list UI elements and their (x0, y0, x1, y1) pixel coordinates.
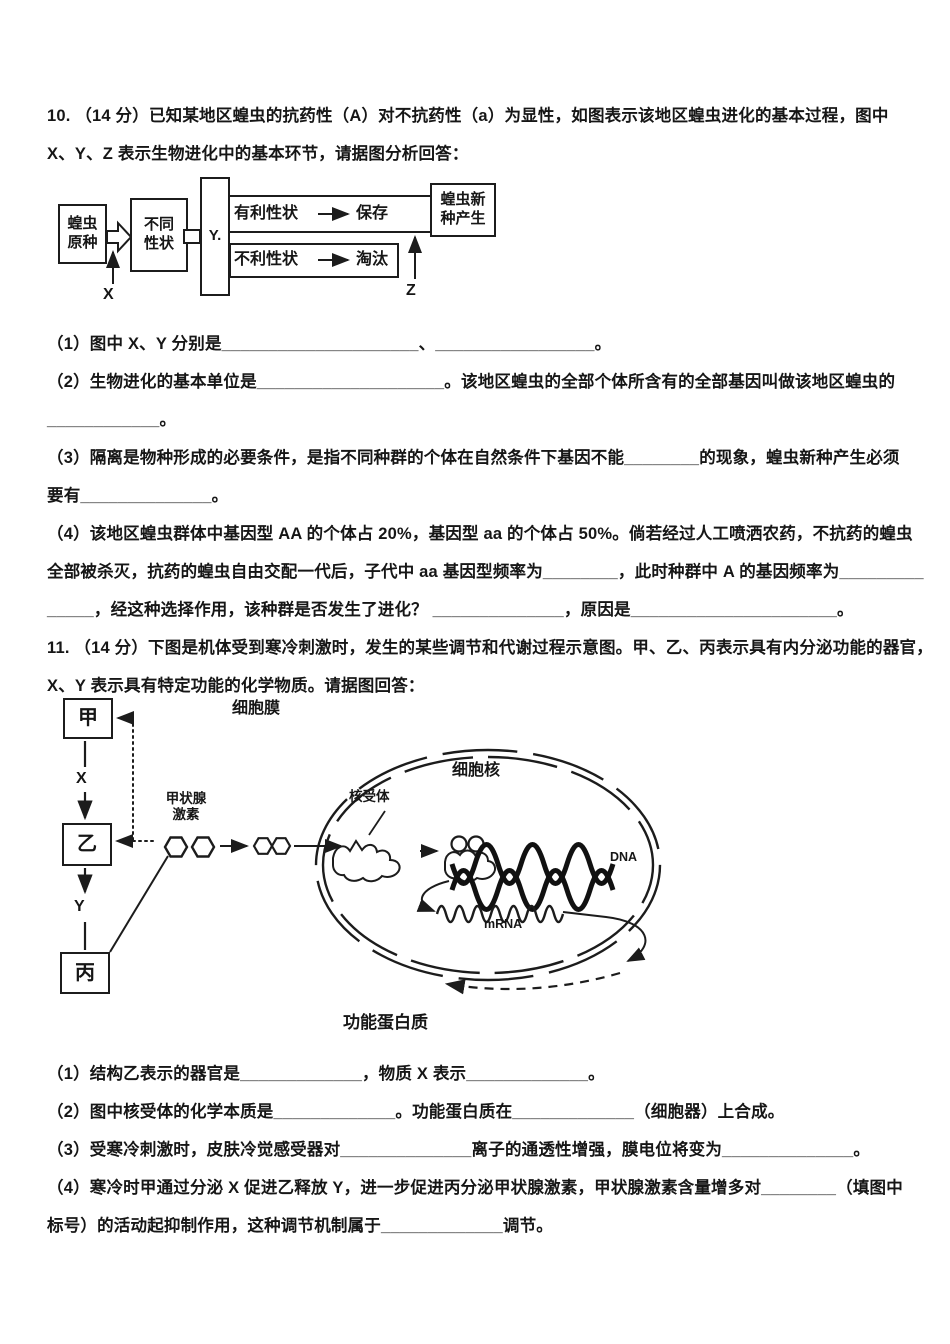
nucleus-label: 细胞核 (452, 762, 501, 779)
substance-x-label: X (76, 770, 87, 787)
new-species-box: 蝗虫新 种产生 (430, 183, 496, 237)
text-line: （3）受寒冷刺激时，皮肤冷觉感受器对______________离子的通透性增强… (47, 1141, 871, 1159)
text-line: X、Y、Z 表示生物进化中的基本环节，请据图分析回答： (47, 145, 469, 163)
hormone-molecule-icon (270, 837, 292, 855)
connector-notch (183, 229, 201, 244)
hormone-molecule-icon (252, 837, 274, 855)
text-line: 11. （14 分）下图是机体受到寒冷刺激时，发生的某些调节和代谢过程示意图。甲… (47, 639, 933, 657)
unfavorable-traits-label: 不利性状 (234, 251, 299, 268)
text-line: ____________。 (47, 411, 177, 429)
y-process-box: Y. (200, 177, 230, 296)
different-traits-box: 不同 性状 (130, 198, 188, 272)
favorable-traits-label: 有利性状 (234, 205, 299, 222)
translation-dashed-arrow (444, 971, 621, 995)
thyroid-hormone-label: 甲状腺 激素 (165, 791, 207, 823)
dna-helix-strand (449, 842, 616, 886)
x-label: X (103, 286, 114, 303)
text-line: （1）结构乙表示的器官是_____________，物质 X 表示_______… (47, 1065, 605, 1083)
nuclear-receptor-pointer-line (368, 810, 386, 836)
nuclear-receptor-shape (332, 839, 401, 883)
functional-protein-label: 功能蛋白质 (343, 1013, 428, 1032)
eliminated-label: 淘汰 (356, 251, 389, 268)
cell-membrane-outer (314, 748, 662, 982)
mrna-label: mRNA (484, 917, 523, 931)
q10-evolution-flow-diagram: 蝗虫 原种 不同 性状 Y. 蝗虫新 种产生 有利性状 保存 不利性状 淘汰 X… (0, 173, 950, 325)
hormone-molecule-icon (190, 836, 216, 858)
nuclear-receptor-label: 核受体 (349, 789, 390, 804)
question-10: 10. （14 分）已知某地区蝗虫的抗药性（A）对不抗药性（a）为显性，如图表示… (0, 97, 950, 629)
unfavorable-band-box (229, 243, 399, 278)
origin-to-traits-block-arrow (106, 220, 133, 254)
bing-to-hormone-line (109, 855, 169, 953)
text-line: （4）该地区蝗虫群体中基因型 AA 的个体占 20%，基因型 aa 的个体占 5… (47, 525, 913, 543)
text-line: 10. （14 分）已知某地区蝗虫的抗药性（A）对不抗药性（a）为显性，如图表示… (47, 107, 889, 125)
text-line: （2）生物进化的基本单位是____________________。该地区蝗虫的… (47, 373, 896, 391)
z-label: Z (406, 282, 416, 299)
hormone-molecule-icon (450, 835, 468, 853)
text-line: 全部被杀灭，抗药的蝗虫自由交配一代后，子代中 aa 基因型频率为________… (47, 563, 924, 581)
transcription-arrow (416, 880, 450, 912)
text-line: 要有______________。 (47, 487, 229, 505)
question-11: 11. （14 分）下图是机体受到寒冷刺激时，发生的某些调节和代谢过程示意图。甲… (0, 629, 950, 1245)
origin-species-box: 蝗虫 原种 (58, 204, 107, 264)
substance-y-label: Y (74, 898, 85, 915)
preserved-label: 保存 (356, 205, 389, 222)
text-line: （4）寒冷时甲通过分泌 X 促进乙释放 Y，进一步促进丙分泌甲状腺激素，甲状腺激… (47, 1179, 903, 1197)
organ-jia-box: 甲 (63, 698, 113, 739)
hormone-molecule-icon (163, 836, 189, 858)
organ-bing-box: 丙 (60, 952, 110, 994)
text-line: X、Y 表示具有特定功能的化学物质。请据图回答： (47, 677, 425, 695)
text-line: 标号）的活动起抑制作用，这种调节机制属于_____________调节。 (47, 1217, 553, 1235)
dna-label: DNA (610, 850, 638, 864)
cell-membrane-inner (321, 755, 655, 975)
text-line: （3）隔离是物种形成的必要条件，是指不同种群的个体在自然条件下基因不能_____… (47, 449, 900, 467)
dna-helix-strand (449, 868, 616, 912)
q11-hormone-regulation-diagram: 甲 乙 丙 X Y 甲状腺 激素 细胞膜 细胞核 核受体 DNA mRNA 功能… (0, 695, 950, 1055)
q10-diagram-lines (106, 195, 430, 284)
text-line: _____，经这种选择作用，该种群是否发生了进化？ ______________… (47, 601, 854, 619)
organ-yi-box: 乙 (62, 823, 112, 866)
text-line: （2）图中核受体的化学本质是_____________。功能蛋白质在______… (47, 1103, 785, 1121)
cell-membrane-label: 细胞膜 (232, 700, 281, 717)
document-body: 10. （14 分）已知某地区蝗虫的抗药性（A）对不抗药性（a）为显性，如图表示… (0, 97, 950, 1245)
text-line: （1）图中 X、Y 分别是_____________________、_____… (47, 335, 612, 353)
mrna-wave (435, 904, 565, 924)
mrna-export-arrow (562, 911, 647, 962)
q11-diagram-lines (77, 711, 662, 995)
